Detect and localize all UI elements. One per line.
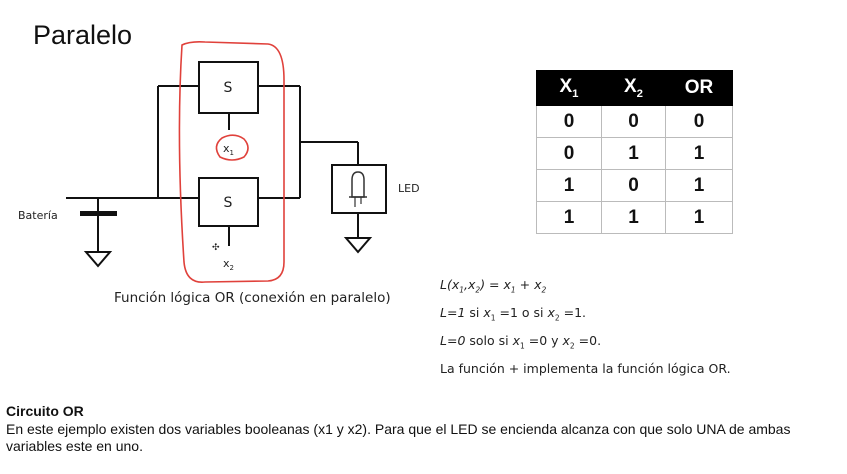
table-cell: 1 — [665, 137, 733, 170]
slide-title: Paralelo — [33, 20, 133, 50]
equation-l-equals-1: L=1 si x1 =1 o si x2 =1. — [440, 305, 587, 323]
header-x2: X2 — [601, 70, 666, 106]
switch-2-box — [198, 177, 259, 227]
truth-table: X1 X2 OR 0 0 0 0 1 1 1 0 1 1 1 1 — [536, 70, 733, 234]
section-description: En este ejemplo existen dos variables bo… — [6, 421, 791, 454]
truth-table-header-row: X1 X2 OR — [536, 70, 733, 106]
table-cell: 1 — [601, 201, 666, 234]
table-cell: 1 — [536, 169, 602, 202]
table-cell: 1 — [536, 201, 602, 234]
header-x1: X1 — [536, 70, 602, 106]
cursor-marker-icon: ✣ — [212, 243, 220, 253]
table-cell: 0 — [665, 105, 733, 138]
table-row: 0 1 1 — [536, 137, 733, 170]
input-2-label: x2 — [223, 257, 234, 272]
table-cell: 1 — [601, 137, 666, 170]
parallel-circuit-diagram: S S Batería LED x1 x2 ✣ — [18, 41, 420, 283]
equation-summary: La función + implementa la función lógic… — [440, 361, 731, 376]
battery-label: Batería — [18, 209, 58, 222]
table-row: 1 0 1 — [536, 169, 733, 202]
switch-2-label: S — [224, 195, 233, 211]
annotation-outline — [178, 41, 285, 283]
equation-l-equals-0: L=0 solo si x1 =0 y x2 =0. — [440, 333, 602, 351]
boolean-equations: L(x1,x2) = x1 + x2 L=1 si x1 =1 o si x2 … — [440, 277, 731, 389]
equation-or-definition: L(x1,x2) = x1 + x2 — [440, 277, 547, 295]
diagram-caption: Función lógica OR (conexión en paralelo) — [114, 290, 391, 306]
table-cell: 1 — [665, 201, 733, 234]
header-or: OR — [665, 70, 733, 106]
table-cell: 1 — [665, 169, 733, 202]
table-row: 1 1 1 — [536, 201, 733, 234]
table-cell: 0 — [601, 105, 666, 138]
switch-1-label: S — [224, 80, 233, 96]
input-1-label: x1 — [223, 142, 234, 157]
section-heading: Circuito OR — [6, 403, 84, 419]
led-ground-icon — [343, 237, 373, 254]
led-label: LED — [398, 182, 420, 195]
table-row: 0 0 0 — [536, 105, 733, 138]
switch-1-box — [198, 61, 259, 114]
annotation-circle — [215, 134, 249, 161]
table-cell: 0 — [601, 169, 666, 202]
battery-ground-icon — [83, 251, 113, 268]
table-cell: 0 — [536, 105, 602, 138]
battery-plate-short — [80, 211, 117, 216]
table-cell: 0 — [536, 137, 602, 170]
led-bulb-icon — [351, 171, 365, 198]
